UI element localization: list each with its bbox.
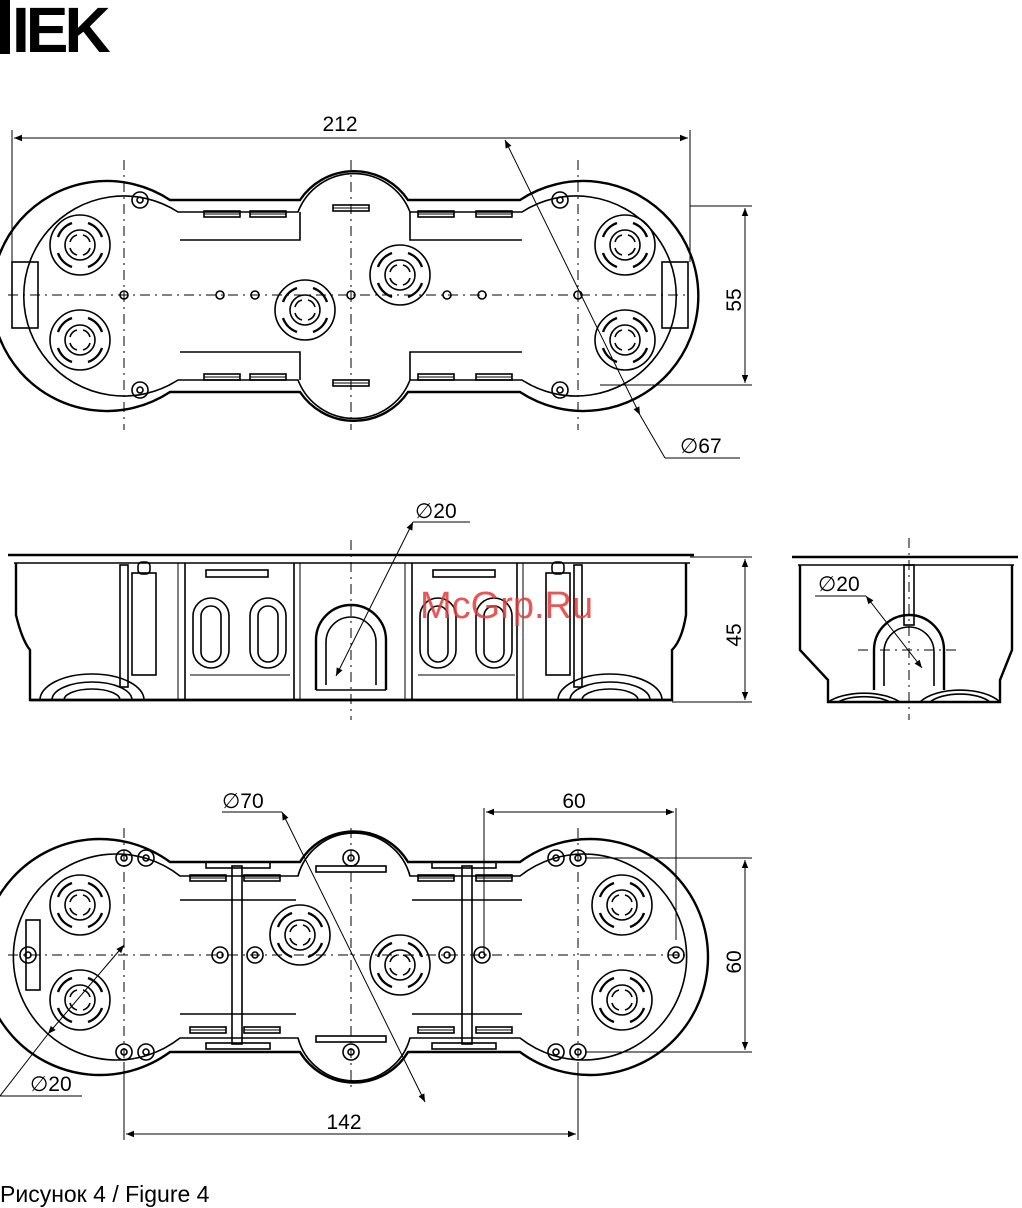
dim-span-142: 142 xyxy=(326,1111,361,1134)
watermark-text: McGrp.Ru xyxy=(420,585,593,627)
figure-caption: Рисунок 4 / Figure 4 xyxy=(0,1181,210,1207)
dim-diameter-70: ∅70 xyxy=(222,790,264,813)
dim-height-45: 45 xyxy=(723,623,746,646)
side-view: ∅20 xyxy=(792,538,1018,720)
front-view: ∅20 45 xyxy=(8,500,752,720)
logo-text: IEK xyxy=(12,0,110,66)
dim-height-55: 55 xyxy=(723,288,746,311)
dim-width-212: 212 xyxy=(322,113,357,136)
bottom-view: ∅70 60 60 ∅20 142 xyxy=(0,790,752,1140)
top-view: 212 55 ∅67 xyxy=(0,113,752,458)
iek-logo: IEK xyxy=(0,0,110,66)
dim-hole-20-front: ∅20 xyxy=(415,500,457,523)
dim-diameter-67: ∅67 xyxy=(680,435,722,458)
dim-hole-20-bottom: ∅20 xyxy=(30,1073,72,1096)
dim-height-60: 60 xyxy=(723,950,746,973)
dim-pitch-60: 60 xyxy=(562,790,585,813)
dim-hole-20-side: ∅20 xyxy=(818,573,860,596)
